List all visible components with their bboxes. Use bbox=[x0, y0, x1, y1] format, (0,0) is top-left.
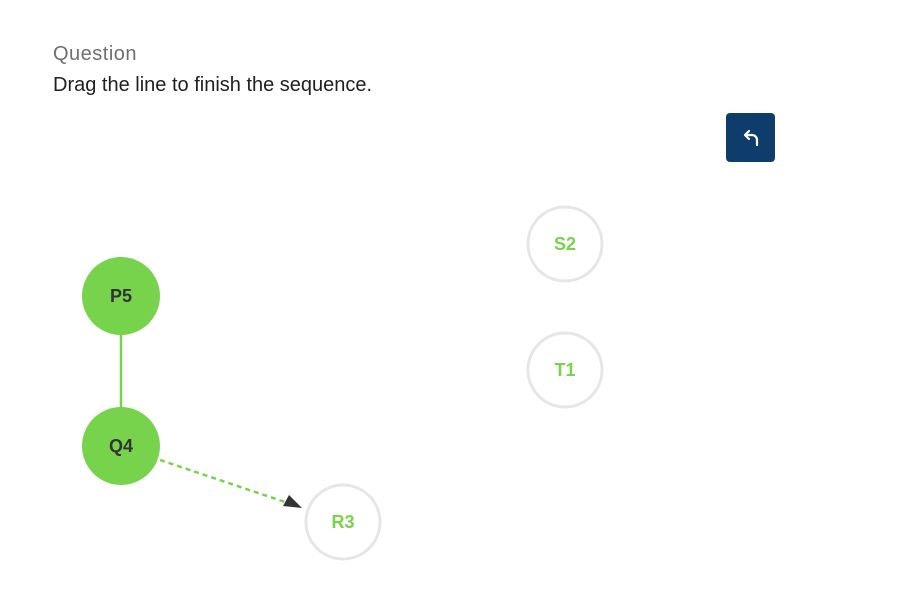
node-label-s2: S2 bbox=[554, 234, 576, 254]
undo-button[interactable] bbox=[726, 113, 775, 162]
node-label-p5: P5 bbox=[110, 286, 132, 306]
node-r3[interactable]: R3 bbox=[304, 483, 382, 561]
question-prompt: Drag the line to finish the sequence. bbox=[53, 74, 373, 96]
drag-line[interactable] bbox=[159, 458, 289, 505]
node-p5[interactable]: P5 bbox=[82, 257, 160, 335]
node-s2[interactable]: S2 bbox=[526, 205, 604, 283]
node-q4[interactable]: Q4 bbox=[82, 407, 160, 485]
question-heading: Question bbox=[53, 43, 138, 65]
node-label-r3: R3 bbox=[331, 512, 354, 532]
undo-arrow-icon bbox=[743, 129, 758, 146]
node-t1[interactable]: T1 bbox=[526, 331, 604, 409]
node-label-q4: Q4 bbox=[109, 436, 133, 456]
drag-arrowhead-icon[interactable] bbox=[283, 495, 302, 508]
node-label-t1: T1 bbox=[554, 360, 575, 380]
